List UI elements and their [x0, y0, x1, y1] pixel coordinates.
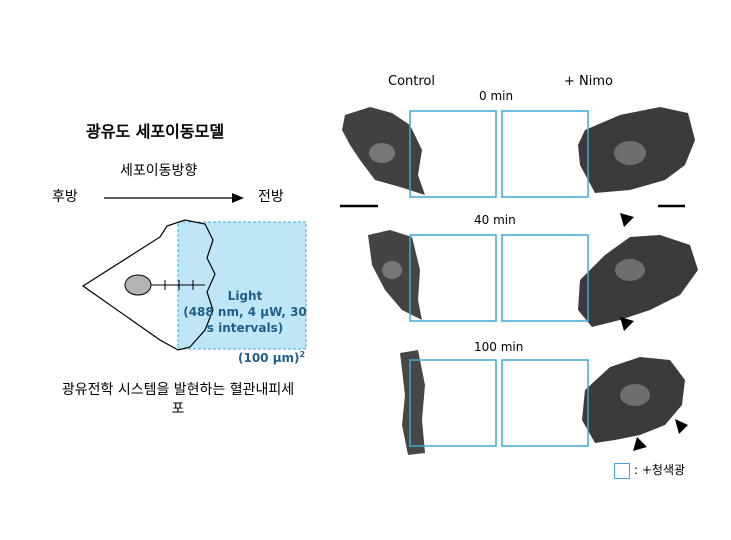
nimo-column-label: + Nimo: [564, 74, 613, 89]
migration-direction-label: 세포이동방향: [120, 163, 198, 179]
diagram-title: 광유도 세포이동모델: [86, 122, 225, 141]
nimo-light-box-40min: [501, 234, 589, 322]
nimo-light-box-100min: [501, 359, 589, 447]
time-label-100: 100 min: [474, 340, 524, 354]
control-light-box-100min: [409, 359, 497, 447]
nucleus: [124, 274, 152, 296]
light-parameters: Light (488 nm, 4 µW, 30 s intervals): [180, 288, 310, 336]
control-column-label: Control: [388, 74, 435, 89]
control-cell-100min: [400, 350, 425, 455]
cell-outline: [81, 219, 216, 351]
arrowhead-marker-icon: [633, 437, 647, 451]
arrowhead-marker-icon: [620, 317, 634, 331]
nimo-cell-40min: [578, 235, 698, 327]
arrowhead-marker-icon: [675, 419, 688, 434]
row-100min: [400, 350, 685, 455]
row-0min: [342, 107, 695, 195]
legend-swatch: [614, 463, 630, 479]
legend-label: : +청색광: [634, 463, 686, 477]
front-label: 전방: [258, 189, 284, 205]
rear-label: 후방: [52, 189, 78, 205]
row-40min: [368, 230, 698, 327]
microscopy-panel: [340, 107, 698, 455]
light-params: (488 nm, 4 µW, 30 s intervals): [183, 305, 307, 335]
cell-diagram: [81, 219, 307, 351]
nimo-light-box-0min: [501, 110, 589, 198]
time-label-40: 40 min: [474, 213, 516, 227]
arrow-right-icon: [104, 193, 244, 203]
arrowhead-marker-icon: [620, 213, 634, 227]
area-label: (100 µm)2: [238, 350, 306, 365]
control-light-box-40min: [409, 234, 497, 322]
control-light-box-0min: [409, 110, 497, 198]
time-label-0: 0 min: [479, 89, 514, 103]
cell-caption: 광유전학 시스템을 발현하는 혈관내피세포: [61, 382, 295, 417]
light-label: Light: [227, 289, 263, 303]
